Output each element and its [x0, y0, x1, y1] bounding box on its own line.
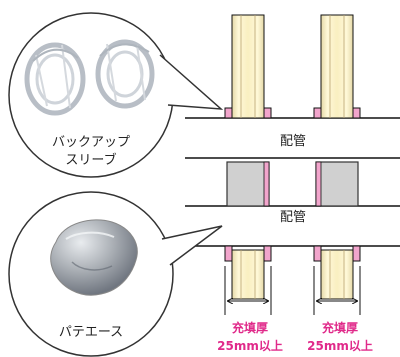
- sleeve-upper-left: [224, 107, 272, 119]
- pipe-label-upper: 配管: [280, 134, 306, 149]
- backup-sleeve-label-line1: バックアップ: [52, 135, 130, 150]
- block-fill-left: [263, 161, 270, 207]
- putty-ring-lower-right: [313, 245, 361, 262]
- wall-block-right: [315, 161, 359, 207]
- backup-sleeve-label-line2: スリーブ: [65, 152, 116, 168]
- putty-ring-lower-left: [224, 245, 272, 262]
- pipe-lower-right: [320, 249, 354, 300]
- dimension-title-left: 充填厚: [232, 320, 268, 335]
- dimension-guides-right: [313, 266, 361, 315]
- backup-sleeve-callout: バックアップ スリーブ: [8, 12, 224, 178]
- dimension-guides-left: [224, 266, 272, 315]
- putty-label: パテエース: [59, 325, 123, 340]
- pipe-upper-right: [320, 14, 354, 119]
- sleeve-upper-right: [313, 107, 361, 119]
- backup-sleeve-icon: [24, 39, 155, 116]
- dimension-value-left: 25mm以上: [217, 338, 283, 353]
- pipe-label-lower: 配管: [280, 210, 306, 225]
- pipe-upper-left: [231, 14, 265, 119]
- block-fill-right: [315, 161, 322, 207]
- floor-slab-upper: [185, 117, 400, 159]
- dimension-title-right: 充填厚: [322, 320, 358, 335]
- wall-block-left: [226, 161, 270, 207]
- putty-icon: [50, 219, 138, 296]
- floor-slab-lower: [185, 205, 400, 247]
- putty-callout: パテエース: [8, 191, 223, 357]
- pipe-lower-left: [231, 249, 265, 300]
- dimension-value-right: 25mm以上: [307, 338, 373, 353]
